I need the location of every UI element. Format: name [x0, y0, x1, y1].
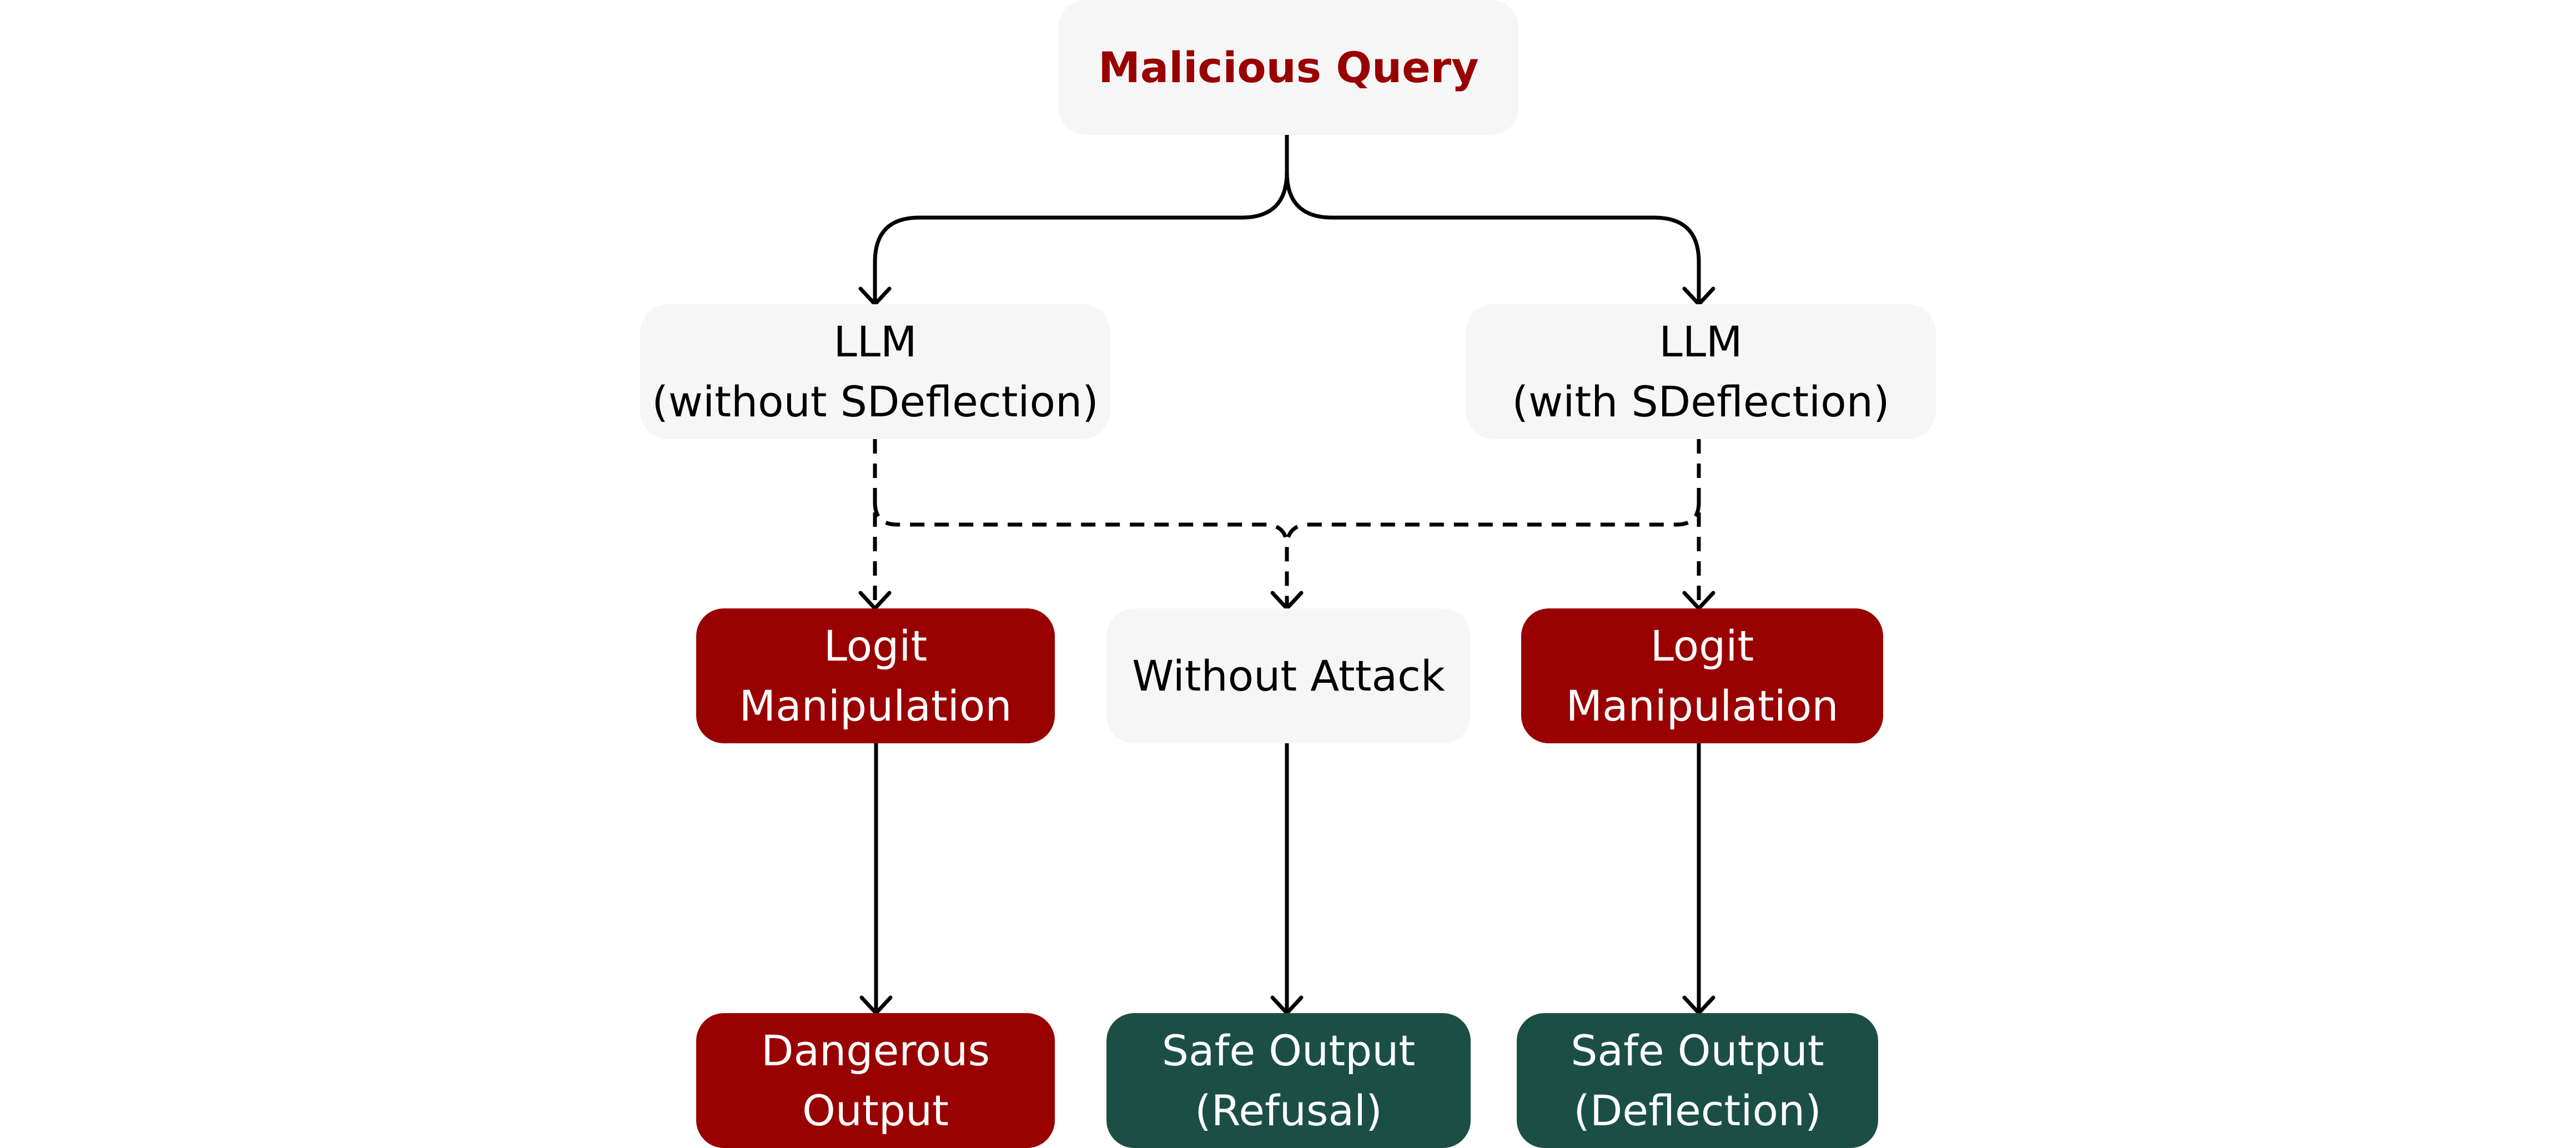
llm-without-label-line1: LLM: [833, 316, 917, 366]
without-attack-node: Without Attack: [1106, 608, 1471, 743]
logit-right-label-line2: Manipulation: [1566, 681, 1839, 731]
logit-right-label-line1: Logit: [1650, 621, 1754, 671]
logit-manipulation-right-node: Logit Manipulation: [1521, 608, 1883, 743]
safe-refusal-label-line2: (Refusal): [1195, 1085, 1382, 1135]
llm-with-label-line1: LLM: [1659, 316, 1743, 366]
without-attack-label: Without Attack: [1132, 651, 1445, 701]
safe-output-deflection-node: Safe Output (Deflection): [1517, 1013, 1878, 1148]
malicious-query-node: Malicious Query: [1058, 0, 1519, 135]
edge-llm-without-to-no-attack: [873, 502, 1289, 607]
edge-llm-with-to-no-attack: [1285, 502, 1701, 547]
malicious-query-label: Malicious Query: [1098, 42, 1479, 92]
llm-without-sdeflection-node: LLM (without SDeflection): [640, 304, 1110, 439]
dangerous-output-node: Dangerous Output: [696, 1013, 1055, 1148]
llm-with-label-line2: (with SDeflection): [1512, 376, 1890, 426]
edge-query-to-llm-with: [1285, 133, 1701, 305]
llm-without-label-line2: (without SDeflection): [652, 376, 1099, 426]
dangerous-output-label-line1: Dangerous: [761, 1025, 990, 1075]
edge-query-to-llm-without: [873, 133, 1289, 305]
safe-refusal-label-line1: Safe Output: [1161, 1025, 1416, 1075]
safe-deflection-label-line1: Safe Output: [1571, 1025, 1824, 1075]
llm-with-sdeflection-node: LLM (with SDeflection): [1466, 304, 1936, 439]
logit-left-label-line2: Manipulation: [739, 681, 1012, 731]
logit-manipulation-left-node: Logit Manipulation: [696, 608, 1055, 743]
safe-output-refusal-node: Safe Output (Refusal): [1106, 1013, 1471, 1148]
safe-deflection-label-line2: (Deflection): [1573, 1085, 1822, 1135]
logit-left-label-line1: Logit: [823, 621, 928, 671]
dangerous-output-label-line2: Output: [802, 1085, 949, 1135]
